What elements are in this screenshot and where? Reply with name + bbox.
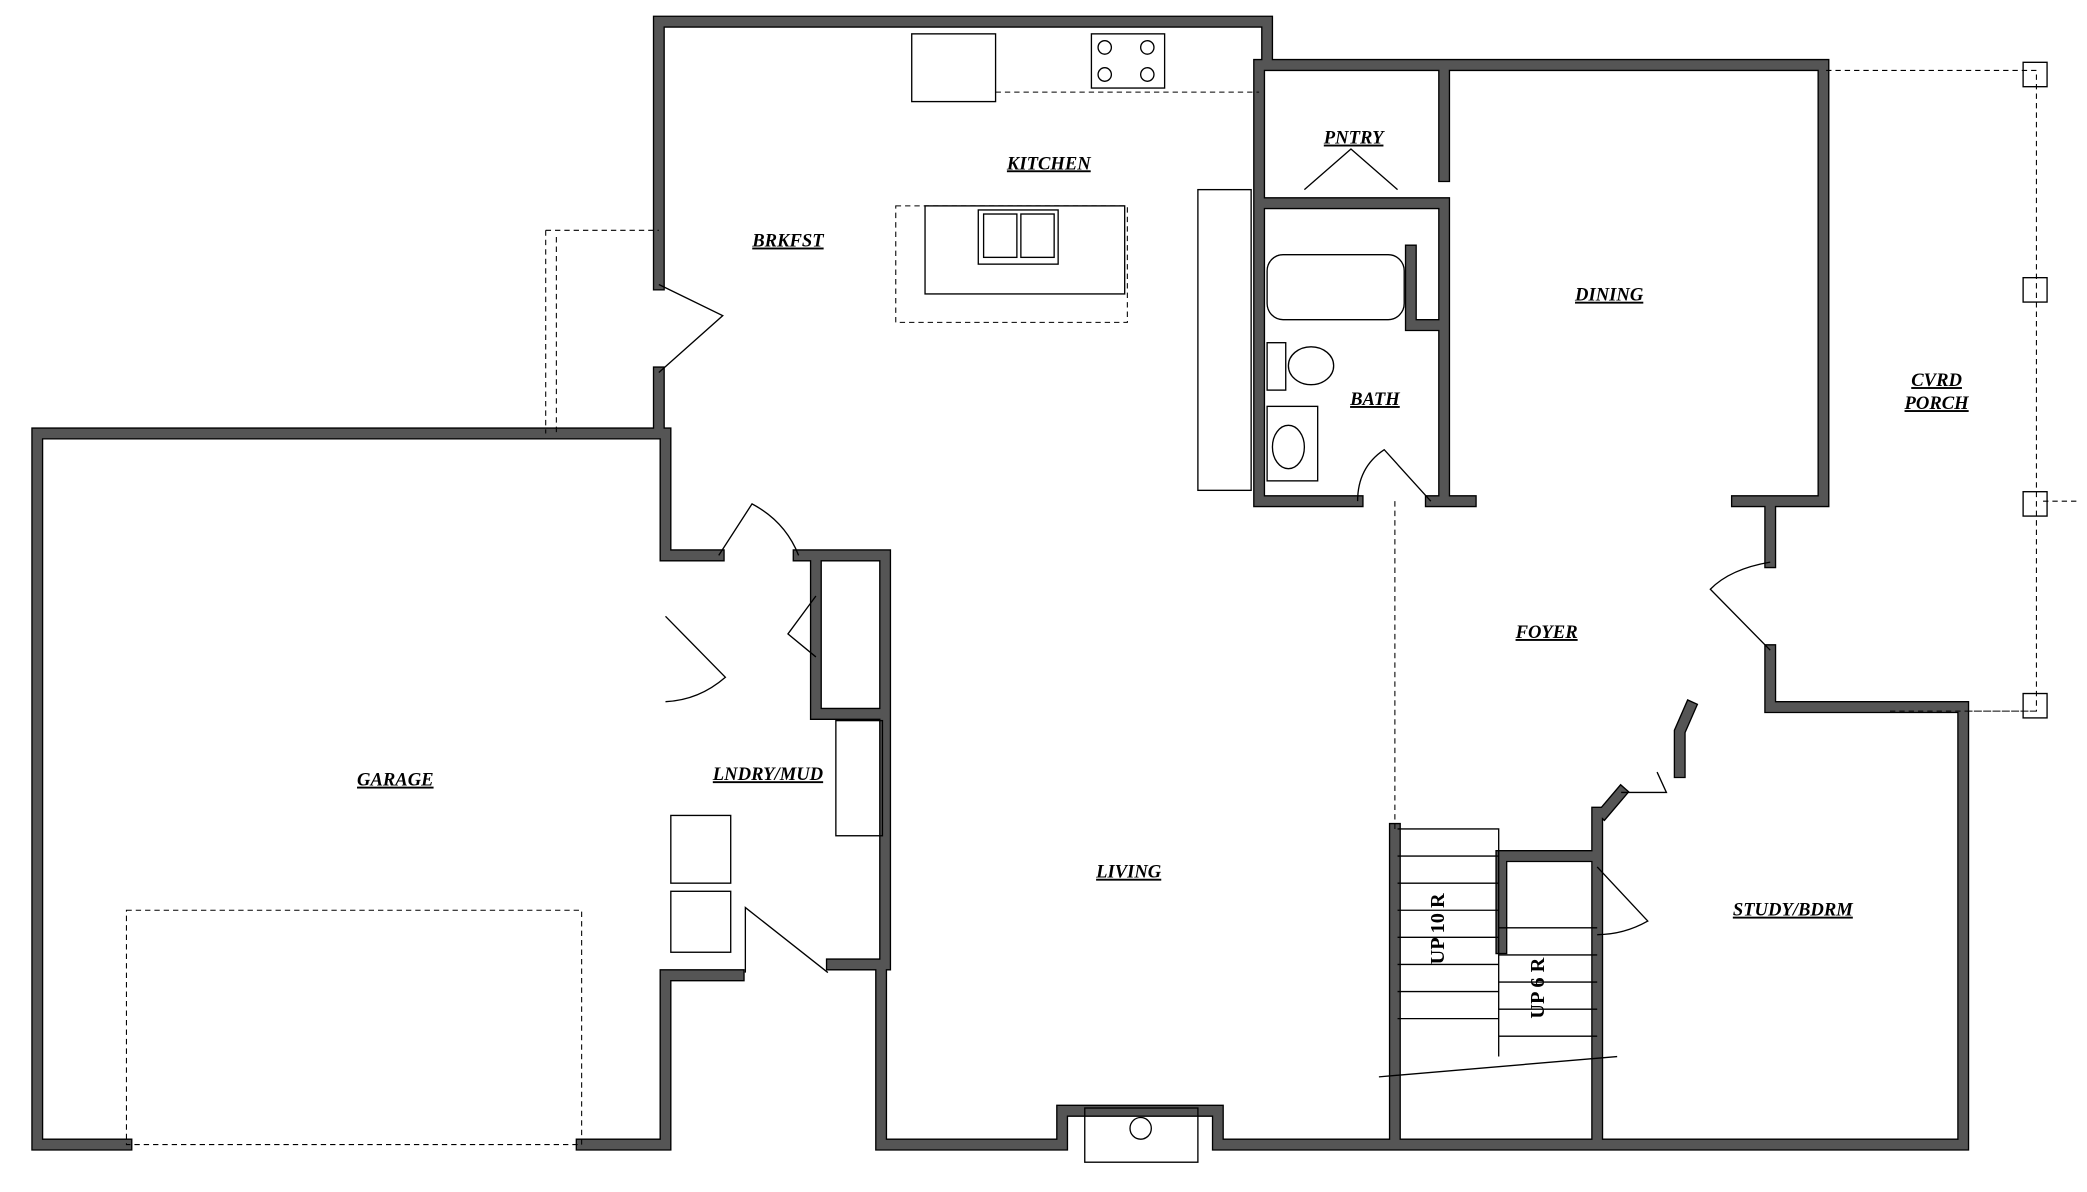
door-swing xyxy=(1356,448,1432,502)
side-stoop-outline xyxy=(545,229,659,434)
stove-burner xyxy=(1139,67,1155,82)
walls xyxy=(31,15,1970,1151)
fixtures xyxy=(125,33,1405,1163)
door-swing xyxy=(658,283,724,374)
door-swing xyxy=(1709,561,1771,651)
porch-post xyxy=(2022,692,2048,719)
sink xyxy=(977,209,1059,265)
stair-treads xyxy=(1378,828,1618,1078)
fireplace xyxy=(1084,1107,1199,1163)
doors xyxy=(658,148,1771,974)
garage-door-outline xyxy=(125,909,583,1146)
porch-outline xyxy=(545,61,2077,829)
toilet xyxy=(1287,346,1335,386)
stove xyxy=(1090,33,1166,89)
toilet-tank xyxy=(1266,342,1287,391)
porch-post xyxy=(2022,277,2048,303)
fireplace-vent xyxy=(1129,1116,1152,1140)
staircase: UP 10 R UP 6 R xyxy=(1378,828,1618,1078)
built-in-counter xyxy=(1197,188,1252,492)
door-swing xyxy=(1596,866,1649,936)
room-label-porch-1: CVRD xyxy=(1911,370,1962,391)
stair-label-secondary: UP 6 R xyxy=(1527,957,1549,1018)
porch-post xyxy=(2022,491,2048,517)
sink-basin xyxy=(1020,213,1055,259)
room-labels: KITCHEN PNTRY BRKFST DINING BATH CVRD PO… xyxy=(357,127,1970,920)
door-swing xyxy=(1303,148,1398,191)
door-swing xyxy=(1621,771,1668,794)
room-label-laundry: LNDRY/MUD xyxy=(712,764,824,785)
door-swing xyxy=(744,906,829,974)
room-label-living: LIVING xyxy=(1095,862,1162,883)
vanity-basin xyxy=(1271,424,1306,470)
room-label-bath: BATH xyxy=(1349,389,1401,410)
covered-porch-outline xyxy=(1826,69,2077,712)
washer xyxy=(670,814,732,884)
dryer xyxy=(670,890,732,953)
door-swing xyxy=(665,615,727,703)
stove-burner xyxy=(1097,39,1113,55)
room-label-dining: DINING xyxy=(1574,285,1644,306)
refrigerator xyxy=(911,33,997,103)
room-label-breakfast: BRKFST xyxy=(751,230,825,251)
door-swing xyxy=(787,595,817,658)
island-counter xyxy=(924,205,1126,295)
bathtub xyxy=(1266,253,1405,321)
laundry-shelf xyxy=(835,719,884,837)
stove-burner xyxy=(1097,67,1113,82)
sink-basin xyxy=(982,213,1018,259)
room-label-study: STUDY/BDRM xyxy=(1733,900,1854,921)
stove-burner xyxy=(1139,39,1155,55)
room-label-pantry: PNTRY xyxy=(1323,127,1385,148)
room-label-kitchen: KITCHEN xyxy=(1006,153,1092,174)
door-swing xyxy=(718,503,800,556)
vanity xyxy=(1266,405,1319,482)
room-label-porch-2: PORCH xyxy=(1904,393,1970,414)
porch-post xyxy=(2022,61,2048,88)
room-label-foyer: FOYER xyxy=(1515,622,1578,643)
room-label-garage: GARAGE xyxy=(357,769,434,790)
stair-label-main: UP 10 R xyxy=(1427,893,1449,965)
